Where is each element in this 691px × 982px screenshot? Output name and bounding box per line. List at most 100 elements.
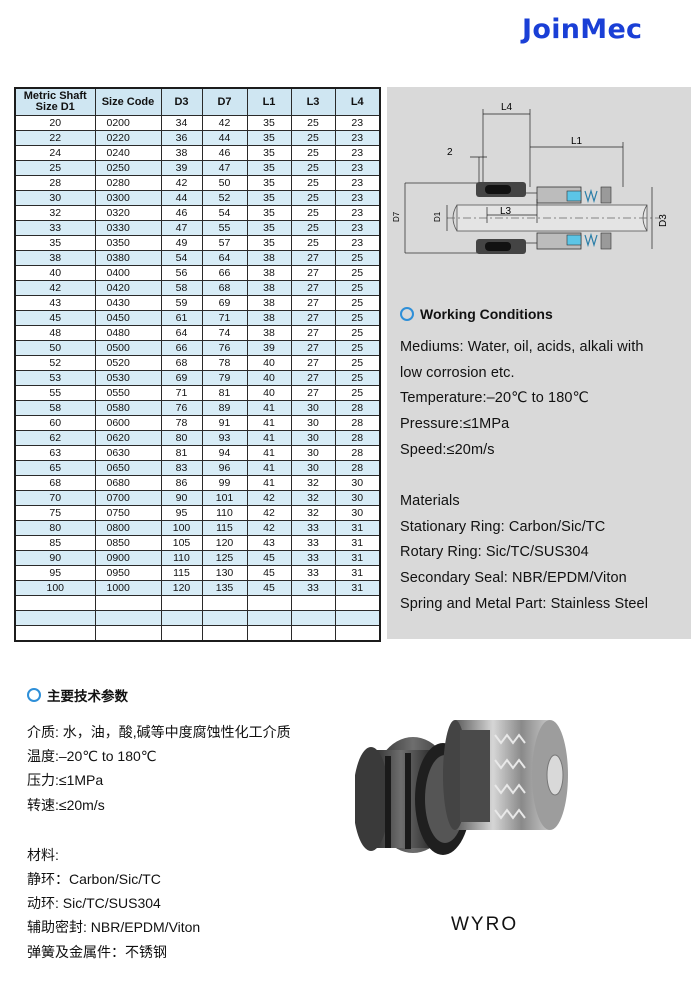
table-cell: 68	[201, 280, 248, 296]
table-cell: 30	[290, 400, 336, 416]
table-cell: 41	[246, 430, 292, 446]
table-cell: 28	[334, 430, 381, 446]
table-cell: 54	[160, 250, 203, 266]
table-cell: 31	[334, 550, 381, 566]
product-photo	[355, 720, 568, 855]
table-cell	[201, 595, 248, 611]
table-cell: 94	[201, 445, 248, 461]
table-cell: 30	[290, 460, 336, 476]
brand-logo: JoinMec	[522, 14, 643, 45]
table-cell: 0620	[94, 430, 162, 446]
table-cell: 32	[290, 475, 336, 491]
table-cell: 38	[246, 280, 292, 296]
table-cell: 80	[14, 520, 96, 536]
table-cell: 23	[334, 175, 381, 191]
table-cell	[94, 595, 162, 611]
table-cell: 42	[246, 520, 292, 536]
dim-d3: D3	[658, 214, 669, 227]
col-header-l1: L1	[246, 87, 292, 116]
table-cell	[160, 625, 203, 642]
table-cell: 33	[290, 520, 336, 536]
table-cell	[290, 595, 336, 611]
col-header-d7: D7	[201, 87, 248, 116]
table-cell: 25	[14, 160, 96, 176]
working-line: Temperature:–20℃ to 180℃	[400, 390, 589, 406]
table-cell: 31	[334, 520, 381, 536]
table-cell: 25	[290, 115, 336, 131]
table-cell: 115	[160, 565, 203, 581]
table-cell: 27	[290, 265, 336, 281]
table-cell: 33	[290, 580, 336, 596]
table-cell: 20	[14, 115, 96, 131]
table-cell: 38	[246, 325, 292, 341]
cn-line: 转速:≤20m/s	[27, 797, 105, 813]
table-cell: 32	[290, 505, 336, 521]
table-cell: 0350	[94, 235, 162, 251]
table-cell: 25	[290, 130, 336, 146]
table-row	[14, 625, 381, 642]
table-cell: 1000	[94, 580, 162, 596]
table-cell: 90	[160, 490, 203, 506]
table-cell: 0280	[94, 175, 162, 191]
table-cell: 23	[334, 205, 381, 221]
table-cell: 70	[14, 490, 96, 506]
table-cell: 74	[201, 325, 248, 341]
table-cell: 27	[290, 280, 336, 296]
working-line: low corrosion etc.	[400, 365, 515, 381]
table-cell: 0850	[94, 535, 162, 551]
table-cell: 38	[246, 310, 292, 326]
working-line: Mediums: Water, oil, acids, alkali with	[400, 339, 644, 355]
table-cell: 38	[246, 265, 292, 281]
table-cell: 65	[14, 460, 96, 476]
table-cell: 25	[334, 295, 381, 311]
table-cell: 25	[334, 250, 381, 266]
table-cell: 120	[201, 535, 248, 551]
table-cell: 31	[334, 535, 381, 551]
bullet-circle-icon	[400, 307, 414, 321]
col-header-size-code: Size Code	[94, 87, 162, 116]
table-cell: 0420	[94, 280, 162, 296]
table-cell	[334, 610, 381, 626]
table-cell: 0250	[94, 160, 162, 176]
table-cell: 0700	[94, 490, 162, 506]
table-cell: 27	[290, 310, 336, 326]
dim-d7: D7	[392, 211, 401, 222]
table-cell: 0630	[94, 445, 162, 461]
table-cell: 30	[334, 490, 381, 506]
table-cell: 59	[160, 295, 203, 311]
table-cell: 25	[334, 265, 381, 281]
table-cell: 78	[160, 415, 203, 431]
table-cell: 25	[290, 235, 336, 251]
table-cell: 30	[334, 475, 381, 491]
table-cell: 44	[201, 130, 248, 146]
table-cell: 69	[201, 295, 248, 311]
table-cell: 55	[14, 385, 96, 401]
table-cell: 25	[290, 175, 336, 191]
table-cell: 25	[334, 280, 381, 296]
table-cell: 76	[160, 400, 203, 416]
cn-material-line: 动环: Sic/TC/SUS304	[27, 895, 161, 911]
table-cell: 0480	[94, 325, 162, 341]
bullet-circle-icon	[27, 688, 41, 702]
table-cell: 33	[290, 550, 336, 566]
table-cell: 0800	[94, 520, 162, 536]
working-line: Speed:≤20m/s	[400, 442, 495, 458]
table-cell: 58	[160, 280, 203, 296]
table-cell: 90	[14, 550, 96, 566]
table-cell: 54	[201, 205, 248, 221]
material-line: Stationary Ring: Carbon/Sic/TC	[400, 519, 606, 535]
table-cell: 0400	[94, 265, 162, 281]
table-cell	[201, 625, 248, 642]
table-cell: 53	[14, 370, 96, 386]
table-cell: 32	[290, 490, 336, 506]
table-cell: 45	[246, 580, 292, 596]
table-header-row: Metric Shaft Size D1 Size Code D3 D7 L1 …	[14, 87, 381, 116]
